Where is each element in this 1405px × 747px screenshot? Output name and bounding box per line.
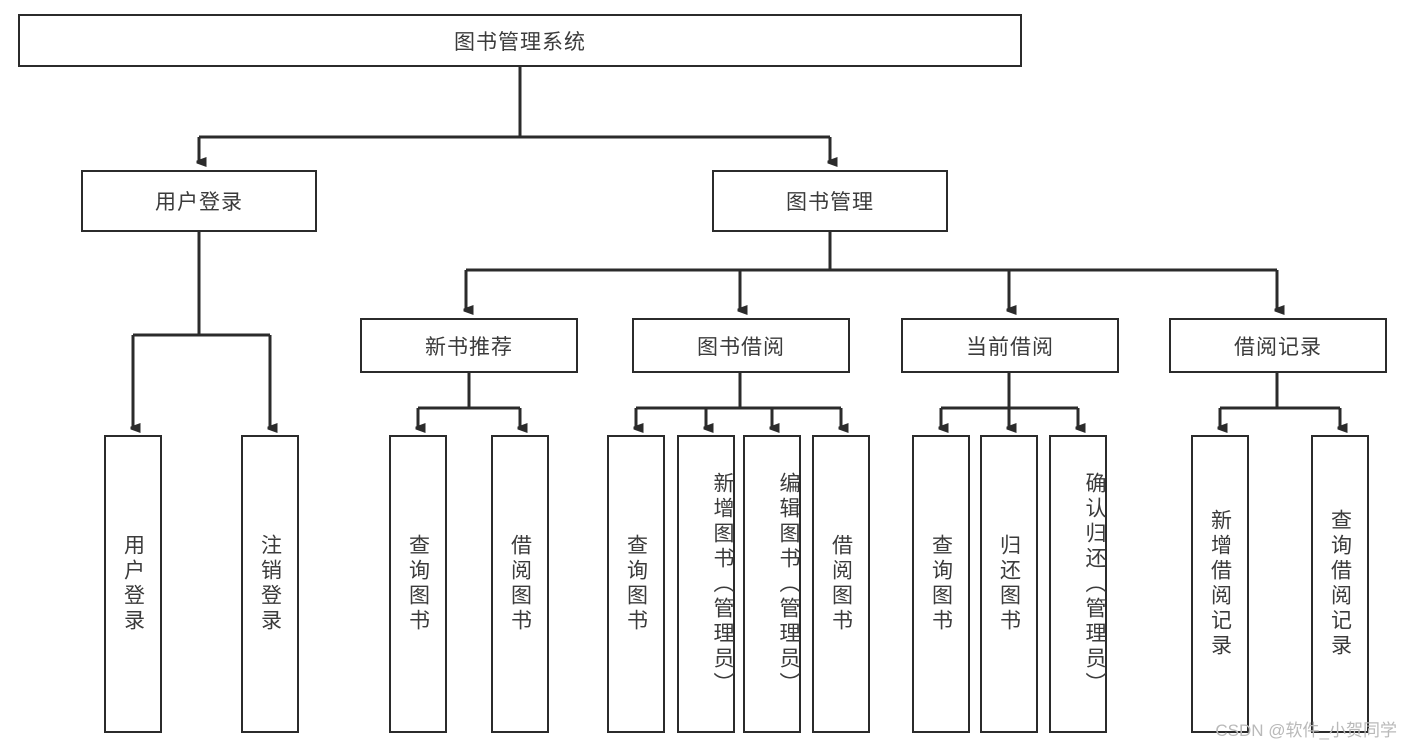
leaf-current-borrow-query-label: 查询图书 [929, 534, 953, 634]
node-book-management[interactable]: 图书管理 [712, 170, 948, 232]
leaf-user-login-logout[interactable]: 注销登录 [241, 435, 299, 733]
node-borrow-record[interactable]: 借阅记录 [1169, 318, 1387, 373]
leaf-new-book-borrow[interactable]: 借阅图书 [491, 435, 549, 733]
leaf-new-book-borrow-label: 借阅图书 [508, 534, 532, 634]
node-root-label: 图书管理系统 [454, 30, 586, 54]
leaf-book-borrow-add-label: 新增图书（管理员） [711, 471, 734, 697]
leaf-book-borrow-add[interactable]: 新增图书（管理员） [677, 435, 735, 733]
leaf-current-borrow-confirm-label: 确认归还（管理员） [1083, 471, 1106, 697]
watermark: CSDN @软件_小贺同学 [1215, 721, 1397, 740]
leaf-user-login-logout-label: 注销登录 [258, 534, 282, 634]
node-current-borrow[interactable]: 当前借阅 [901, 318, 1119, 373]
node-new-book-recommend-label: 新书推荐 [425, 335, 513, 359]
leaf-borrow-record-query[interactable]: 查询借阅记录 [1311, 435, 1369, 733]
leaf-current-borrow-return[interactable]: 归还图书 [980, 435, 1038, 733]
leaf-borrow-record-add-label: 新增借阅记录 [1208, 509, 1232, 659]
leaf-borrow-record-query-label: 查询借阅记录 [1328, 509, 1352, 659]
node-book-borrow[interactable]: 图书借阅 [632, 318, 850, 373]
node-user-login-label: 用户登录 [155, 191, 243, 214]
leaf-new-book-query[interactable]: 查询图书 [389, 435, 447, 733]
leaf-new-book-query-label: 查询图书 [406, 534, 430, 634]
leaf-book-borrow-edit-label: 编辑图书（管理员） [777, 471, 800, 697]
leaf-book-borrow-borrow[interactable]: 借阅图书 [812, 435, 870, 733]
leaf-borrow-record-add[interactable]: 新增借阅记录 [1191, 435, 1249, 733]
leaf-book-borrow-query[interactable]: 查询图书 [607, 435, 665, 733]
node-book-borrow-label: 图书借阅 [697, 335, 785, 359]
leaf-user-login-login-label: 用户登录 [121, 534, 145, 634]
leaf-current-borrow-query[interactable]: 查询图书 [912, 435, 970, 733]
node-current-borrow-label: 当前借阅 [966, 335, 1054, 359]
leaf-book-borrow-query-label: 查询图书 [624, 534, 648, 634]
leaf-current-borrow-return-label: 归还图书 [997, 534, 1021, 634]
node-root[interactable]: 图书管理系统 [18, 14, 1022, 67]
leaf-user-login-login[interactable]: 用户登录 [104, 435, 162, 733]
node-user-login[interactable]: 用户登录 [81, 170, 317, 232]
node-book-management-label: 图书管理 [786, 191, 874, 214]
node-new-book-recommend[interactable]: 新书推荐 [360, 318, 578, 373]
leaf-book-borrow-borrow-label: 借阅图书 [829, 534, 853, 634]
node-borrow-record-label: 借阅记录 [1234, 335, 1322, 359]
leaf-current-borrow-confirm[interactable]: 确认归还（管理员） [1049, 435, 1107, 733]
leaf-book-borrow-edit[interactable]: 编辑图书（管理员） [743, 435, 801, 733]
